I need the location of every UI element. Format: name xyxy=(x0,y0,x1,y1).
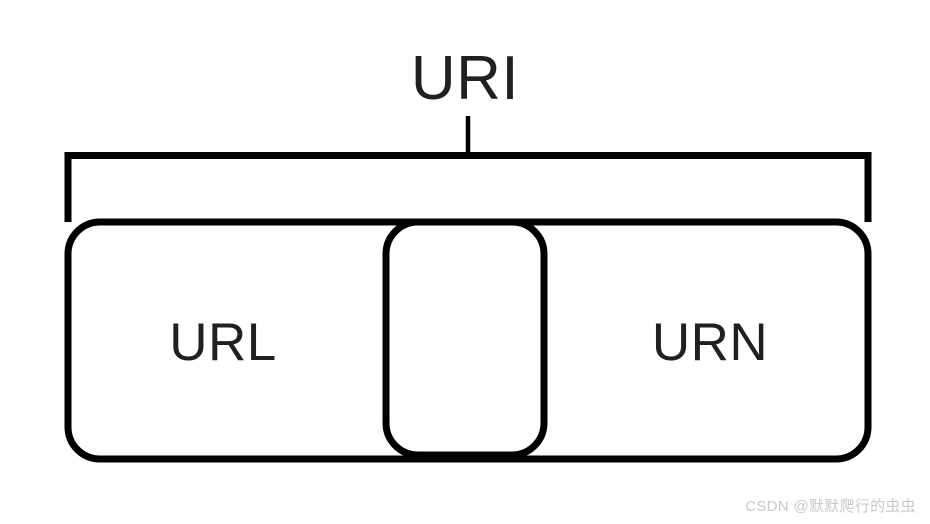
overlap-region-shape xyxy=(382,218,548,459)
url-label: URL xyxy=(169,313,277,372)
uri-label: URI xyxy=(410,44,520,113)
csdn-watermark: CSDN @默默爬行的虫虫 xyxy=(745,498,916,515)
uri-bracket xyxy=(64,152,872,222)
urn-label: URN xyxy=(651,313,769,372)
